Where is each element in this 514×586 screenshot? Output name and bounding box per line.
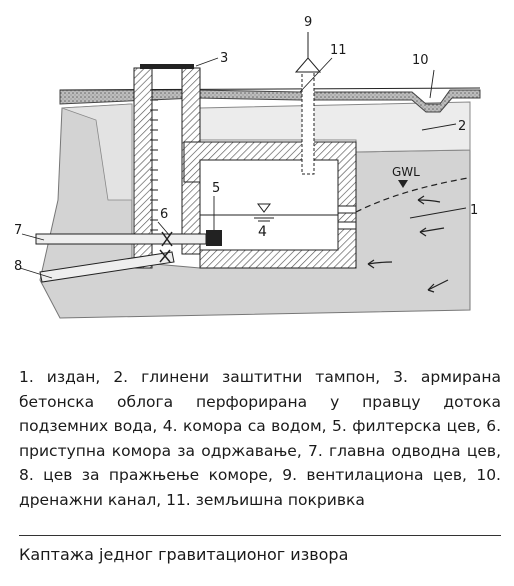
label-1: 1	[470, 203, 478, 218]
inlet-opening	[337, 205, 357, 214]
label-8: 8	[14, 259, 22, 274]
label-9: 9	[304, 15, 312, 30]
flow-arrows	[367, 195, 449, 293]
main-outlet-pipe	[35, 233, 207, 245]
label-2: 2	[458, 119, 466, 134]
gwl-marker	[398, 180, 408, 188]
label-7: 7	[14, 223, 22, 238]
valve	[161, 231, 173, 247]
valve	[159, 249, 171, 263]
clay-layer-left	[61, 103, 133, 201]
label-4: 4	[258, 224, 267, 240]
gwl-line	[355, 177, 469, 213]
ventilation-arrow	[294, 57, 322, 73]
leader-lines	[19, 57, 467, 279]
label-11: 11	[330, 43, 347, 58]
label-3: 3	[220, 51, 228, 66]
label-6: 6	[160, 207, 168, 222]
legend-text: 1. издан, 2. глинени заштитни тампон, 3.…	[19, 368, 501, 509]
figure-caption: Каптажа једног гравитационог извора	[19, 545, 349, 564]
label-10: 10	[412, 53, 429, 68]
label-gwl: GWL	[392, 165, 420, 179]
filter-pipe	[206, 230, 222, 246]
inlet-opening	[337, 221, 357, 230]
label-5: 5	[212, 181, 220, 196]
water-level-symbol	[257, 203, 271, 213]
drain-pipe	[39, 251, 175, 283]
spring-capture-diagram: 1 2 3 4 5 6 7 8 9 10 11 GWL	[14, 15, 481, 319]
soil-cover	[59, 89, 481, 113]
ventilation-pipe	[301, 69, 315, 175]
caption-divider	[19, 535, 501, 536]
ladder	[150, 89, 158, 231]
shaft-cover	[140, 64, 194, 69]
